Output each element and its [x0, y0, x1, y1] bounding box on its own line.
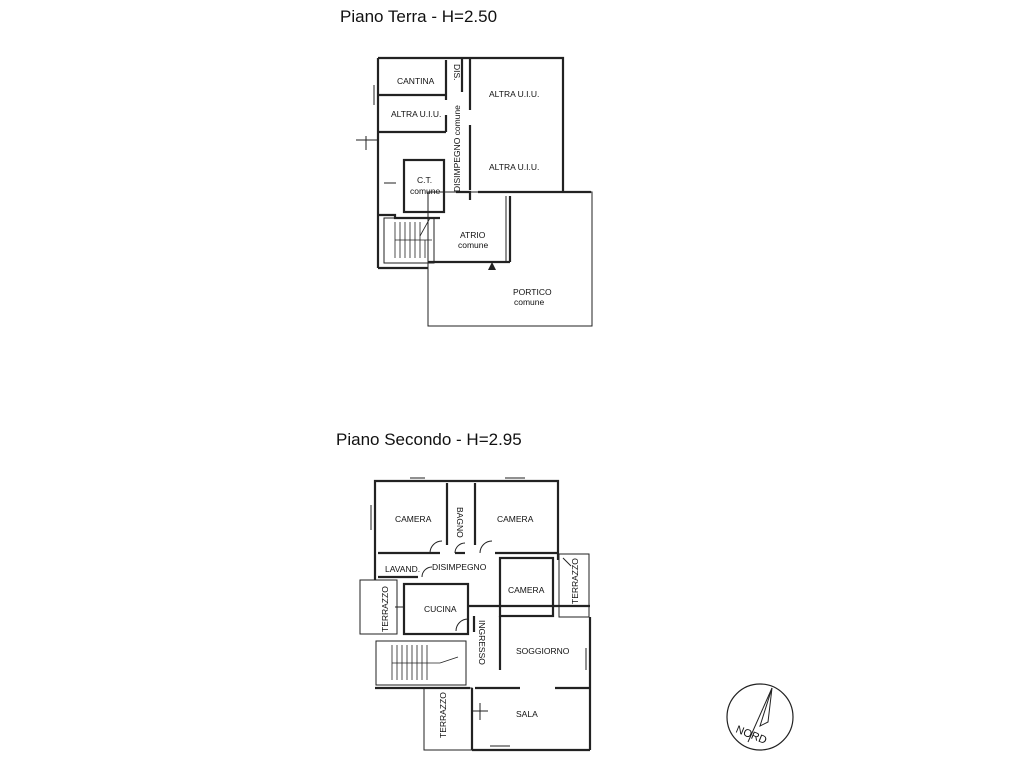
room-lavand: LAVAND. [385, 564, 420, 574]
compass-icon: NORD [726, 683, 794, 751]
second-floor-title: Piano Secondo - H=2.95 [336, 430, 522, 449]
room-camera-1: CAMERA [395, 514, 432, 524]
room-ingresso: INGRESSO [477, 620, 487, 665]
room-ct-comune: comune [410, 186, 441, 196]
room-ct-label: C.T. [417, 175, 432, 185]
room-atrio-comune: comune [458, 240, 489, 250]
room-portico-comune: comune [514, 297, 545, 307]
ground-floor-title: Piano Terra - H=2.50 [340, 7, 497, 26]
room-atrio: ATRIO [460, 230, 486, 240]
ground-floor-plan [356, 56, 593, 327]
room-altra-uiu-1: ALTRA U.I.U. [391, 109, 441, 119]
room-bagno: BAGNO [455, 507, 465, 538]
room-terrazzo-left: TERRAZZO [380, 586, 390, 632]
room-altra-uiu-3: ALTRA U.I.U. [489, 162, 539, 172]
room-cucina: CUCINA [424, 604, 457, 614]
compass-label: NORD [734, 724, 769, 747]
second-floor-plan [359, 477, 592, 752]
room-terrazzo-bottom: TERRAZZO [438, 692, 448, 738]
room-soggiorno: SOGGIORNO [516, 646, 570, 656]
room-cantina: CANTINA [397, 76, 435, 86]
room-disimpegno: DISIMPEGNO [432, 562, 487, 572]
room-camera-3: CAMERA [508, 585, 545, 595]
room-terrazzo-right: TERRAZZO [570, 558, 580, 604]
room-sala: SALA [516, 709, 538, 719]
room-camera-2: CAMERA [497, 514, 534, 524]
room-dis: DIS. [452, 64, 462, 81]
room-altra-uiu-2: ALTRA U.I.U. [489, 89, 539, 99]
room-portico: PORTICO [513, 287, 552, 297]
room-disimpegno-comune: DISIMPEGNO comune [452, 105, 462, 192]
